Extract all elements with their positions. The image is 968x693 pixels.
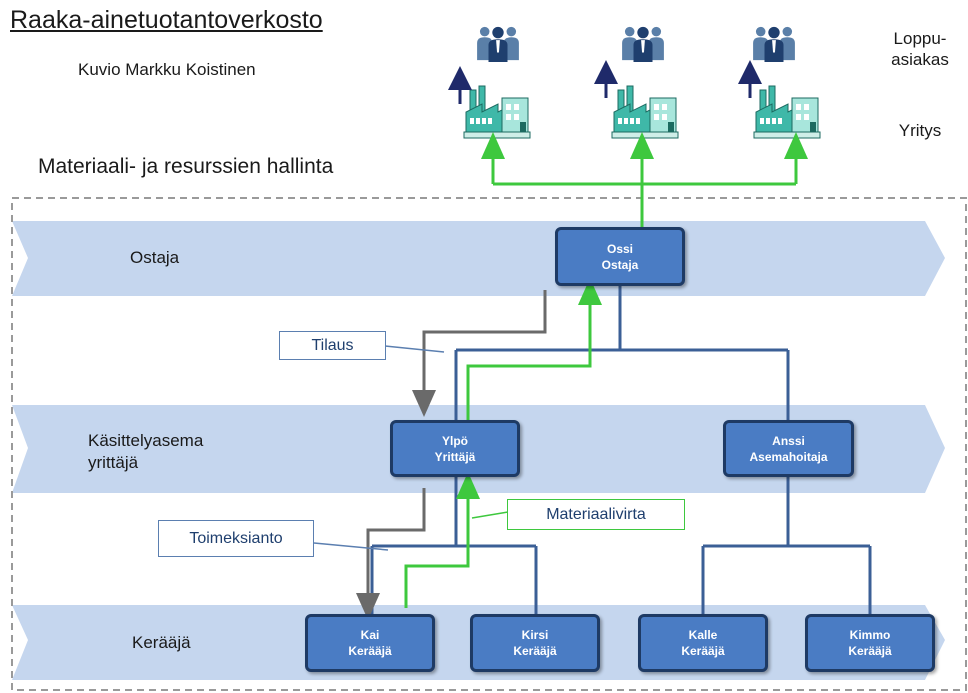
node-role: Kerääjä [513, 644, 557, 658]
node-name: Kirsi [521, 628, 549, 642]
assignment-callout-leader [313, 542, 389, 551]
frame [11, 197, 967, 691]
callout-material-flow: Materiaalivirta [507, 499, 685, 530]
node-name: Kalle [688, 628, 718, 642]
node-kalle: Kalle Kerääjä [638, 614, 768, 672]
node-role: Kerääjä [848, 644, 892, 658]
node-ossi: Ossi Ostaja [555, 227, 685, 286]
node-kirsi: Kirsi Kerääjä [470, 614, 600, 672]
page-title: Raaka-ainetuotantoverkosto [10, 6, 323, 34]
credit-text: Kuvio Markku Koistinen [78, 60, 256, 79]
band-buyer [12, 221, 945, 296]
order-flow [356, 290, 547, 620]
callout-assignment: Toimeksianto [158, 520, 314, 557]
node-name: Ossi [606, 241, 633, 256]
factory-icon [753, 85, 821, 139]
callout-order: Tilaus [279, 331, 386, 360]
node-role: Ostaja [601, 257, 639, 272]
person-group-icon [753, 26, 795, 62]
person-group-icon [622, 26, 664, 62]
material-flow-top [481, 132, 808, 228]
band-label-station: Käsittelyasema yrittäjä [88, 431, 204, 472]
node-role: Asemahoitaja [749, 449, 828, 464]
material-callout-leader [471, 511, 509, 519]
hierarchy-lines [370, 284, 872, 615]
node-name: Ylpö [442, 433, 468, 448]
person-group-icon [477, 26, 519, 62]
order-callout-leader [384, 345, 445, 353]
band-label-collector: Kerääjä [132, 633, 191, 652]
node-role: Kerääjä [348, 644, 392, 658]
node-name: Kai [360, 628, 380, 642]
legend-company: Yritys [898, 121, 942, 140]
node-role: Yrittäjä [434, 449, 476, 464]
legend-end-customer: Loppu- asiakas [891, 29, 949, 69]
node-kimmo: Kimmo Kerääjä [805, 614, 935, 672]
node-ylpo: Ylpö Yrittäjä [390, 420, 520, 477]
node-kai: Kai Kerääjä [305, 614, 435, 672]
band-label-buyer: Ostaja [130, 248, 180, 267]
factory-icon [611, 85, 679, 139]
section-subtitle: Materiaali- ja resurssien hallinta [38, 155, 334, 178]
node-anssi: Anssi Asemahoitaja [723, 420, 854, 477]
node-name: Kimmo [849, 628, 891, 642]
factory-icon [463, 85, 531, 139]
material-flow [404, 278, 602, 608]
node-role: Kerääjä [681, 644, 725, 658]
node-name: Anssi [772, 433, 805, 448]
